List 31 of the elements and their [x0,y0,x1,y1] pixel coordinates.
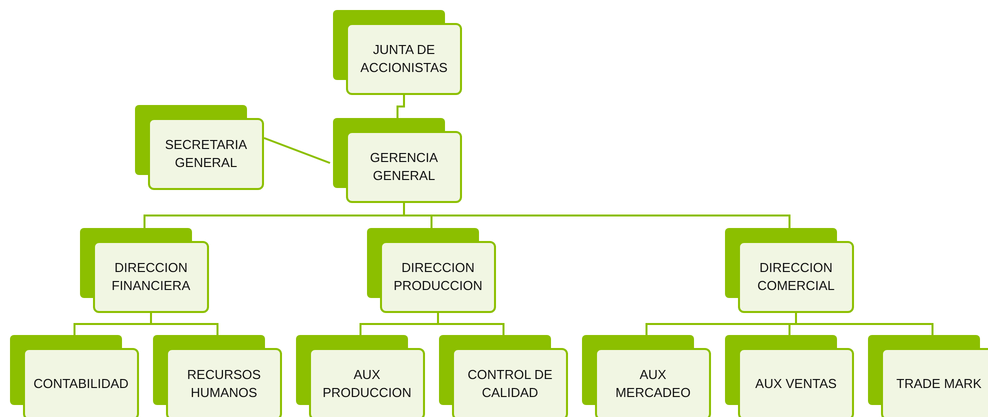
unit-name: JUNTA DE ACCIONISTAS [359,41,449,77]
unit-name: DIRECCION FINANCIERA [110,259,192,295]
org-unit-box [135,105,264,190]
unit-name: GERENCIA GENERAL [369,149,439,185]
unit-name: CONTABILIDAD [33,375,129,393]
connector-line [150,313,218,335]
connector-line [403,203,790,228]
org-unit-box [333,118,462,203]
unit-name: AUX PRODUCCION [322,366,412,402]
org-unit-box [333,10,462,95]
unit-name: DIRECCION COMERCIAL [756,259,836,295]
connector-line [396,95,405,118]
unit-name: TRADE MARK [896,375,982,393]
org-unit-box [367,228,496,313]
unit-name: AUX MERCADEO [614,366,692,402]
unit-name: CONTROL DE CALIDAD [466,366,554,402]
org-unit-box [153,335,282,417]
unit-name: AUX VENTAS [755,375,837,393]
org-unit-box [296,335,425,417]
org-unit-box [80,228,209,313]
org-unit-box [725,228,854,313]
connector-line [264,137,330,164]
unit-name: SECRETARIA GENERAL [164,136,248,172]
connector-line [437,313,504,335]
org-unit-box [868,335,988,417]
org-unit-box [10,335,139,417]
org-unit-box [439,335,568,417]
unit-name: RECURSOS HUMANOS [186,366,262,402]
org-unit-box [582,335,711,417]
unit-name: DIRECCION PRODUCCION [392,259,484,295]
org-unit-box [725,335,854,417]
